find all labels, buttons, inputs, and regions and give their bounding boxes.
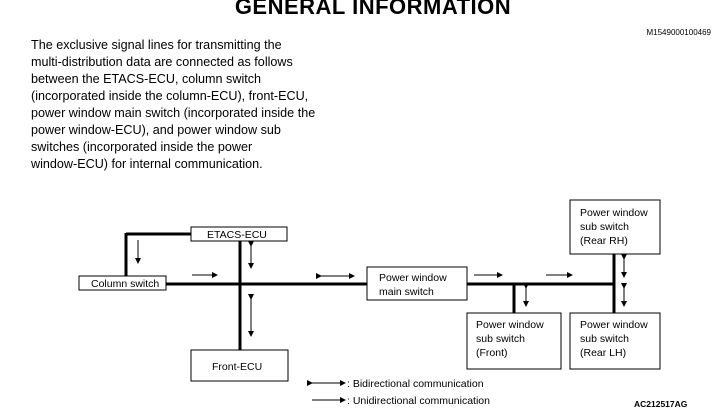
legend-unidir-label: : Unidirectional communication [347,395,490,407]
node-label: Power window [580,319,648,331]
legend: : Bidirectional communication : Unidirec… [307,378,490,407]
node-label: (Rear RH) [580,235,628,247]
signal-arrows [135,240,627,337]
node-label: sub switch [476,333,525,345]
node-pw-sub-front: Power window sub switch (Front) [466,312,562,370]
node-column-switch: Column switch [78,275,167,291]
node-label: Power window [379,272,447,284]
node-pw-sub-rear-lh: Power window sub switch (Rear LH) [569,312,661,370]
node-label: Front-ECU [212,361,262,373]
node-label: Power window [476,319,544,331]
node-label: main switch [379,286,434,298]
figure-id: AC212517AG [634,399,688,409]
node-label: (Rear LH) [580,347,626,359]
page-title: GENERAL INFORMATION [234,0,512,19]
bus-lines [124,232,616,350]
node-label: sub switch [580,333,629,345]
node-label: Power window [580,207,648,219]
node-label: ETACS-ECU [207,229,267,241]
document-id: M1549000100469 [646,28,711,37]
legend-bidir-label: : Bidirectional communication [347,378,484,390]
node-pw-main-switch: Power window main switch [366,266,468,301]
node-label: (Front) [476,347,508,359]
node-label: Column switch [91,278,159,290]
intro-paragraph: The exclusive signal lines for transmitt… [31,38,316,171]
node-label: sub switch [580,221,629,233]
node-pw-sub-rear-rh: Power window sub switch (Rear RH) [569,199,661,255]
node-etacs-ecu: ETACS-ECU [190,226,288,242]
node-front-ecu: Front-ECU [190,349,289,382]
